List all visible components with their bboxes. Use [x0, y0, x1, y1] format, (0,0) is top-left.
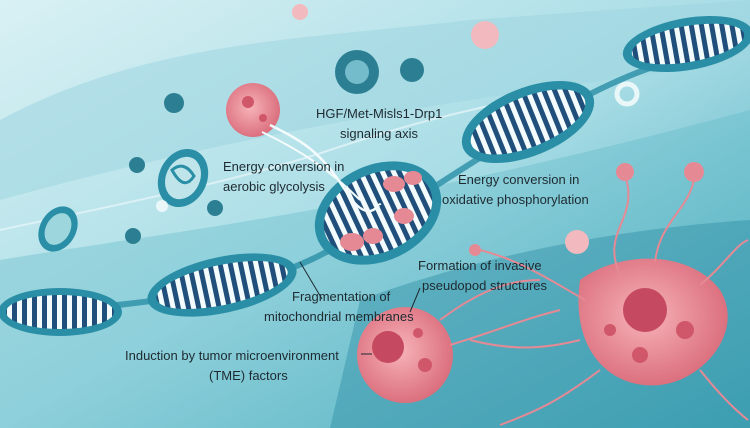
small-organelle-left [38, 206, 78, 252]
mitochondrion-oxphos [461, 80, 595, 164]
label-tme-induction: Induction by tumor microenvironment (TME… [125, 348, 339, 383]
pseudopods [439, 174, 749, 426]
small-organelle-oval [157, 148, 209, 208]
mitochondrion-top-right [622, 15, 750, 73]
label-mitochondrial-fragmentation: Fragmentation of mitochondrial membranes [264, 289, 414, 324]
leader-lines [299, 261, 421, 355]
vesicle-top [335, 50, 379, 94]
mitochondrion-fragmenting [147, 253, 297, 317]
small-tumor-cell [226, 83, 280, 137]
label-aerobic-glycolysis: Energy conversion in aerobic glycolysis [223, 159, 345, 194]
tumor-cell-right [578, 258, 728, 386]
label-invasive-pseudopods: Formation of invasive pseudopod structur… [418, 258, 548, 293]
label-hgf-axis: HGF/Met-Misls1-Drp1 signaling axis [316, 106, 443, 141]
mitochondrion-left [0, 288, 122, 336]
label-oxidative-phosphorylation: Energy conversion in oxidative phosphory… [442, 172, 589, 207]
tumor-cell-center [357, 307, 453, 403]
